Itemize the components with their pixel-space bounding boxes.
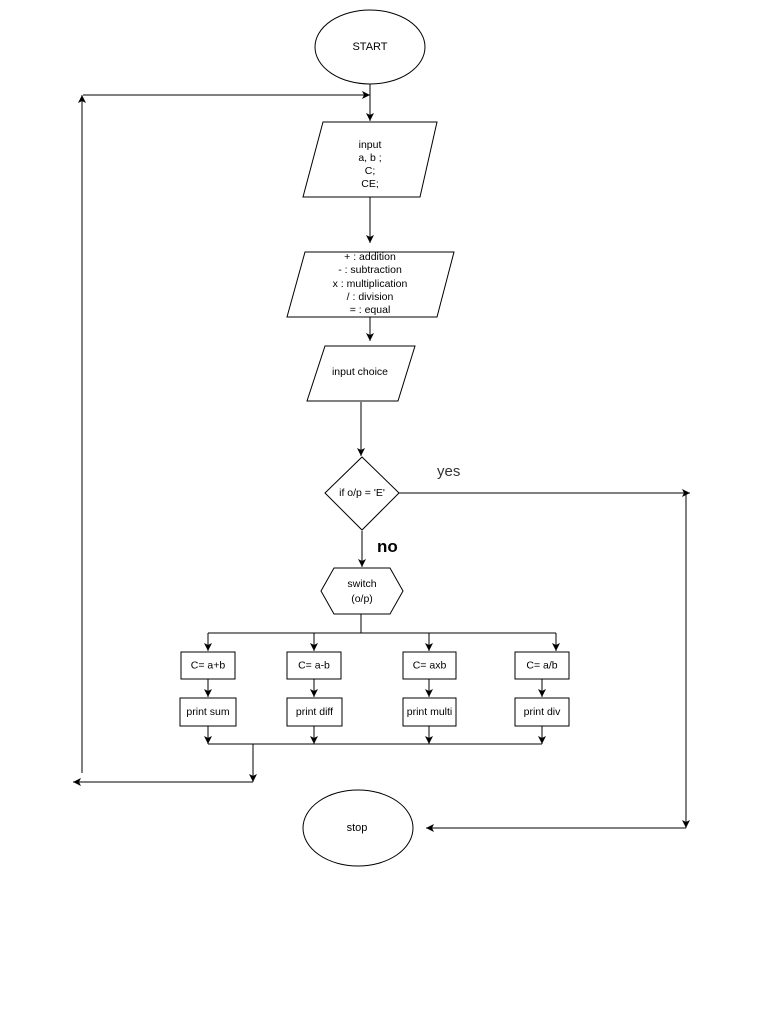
print-box [286,697,343,727]
stop-label: stop [347,822,368,834]
input-line: CE; [361,178,379,190]
stop-node: stop [302,789,414,867]
operation-line: + : addition [344,251,396,263]
case-branch-division: C= a/b print div [514,651,570,727]
connectors [73,84,690,832]
compute-label: C= a+b [191,660,226,672]
operation-line: = : equal [350,304,391,316]
input-line: input [359,139,382,151]
print-label: print multi [407,706,453,718]
switch-label-line: (o/p) [351,593,373,605]
print-box [402,697,457,727]
operation-line: / : division [347,291,394,303]
input-choice-io-shape [306,345,416,402]
operation-line: - : subtraction [338,264,402,276]
compute-label: C= a-b [298,660,330,672]
compute-label: C= a/b [526,660,557,672]
switch-node: switch (o/p) [320,567,404,615]
compute-box [514,651,570,680]
print-label: print sum [186,706,229,718]
switch-hexagon-shape [320,567,404,615]
no-edge-label: no [377,537,398,556]
operations-node: + : addition - : subtraction x : multipl… [286,251,455,318]
compute-box [402,651,457,680]
case-branch-multiplication: C= axb print multi [402,651,457,727]
decision-label: if o/p = 'E' [339,487,385,499]
print-box [179,697,237,727]
operation-line: x : multiplication [333,278,408,290]
switch-label-line: switch [347,578,376,590]
stop-terminal-shape [302,789,414,867]
operations-io-shape [286,251,455,318]
input-line: a, b ; [358,152,381,164]
print-label: print div [524,706,562,718]
compute-label: C= axb [413,660,447,672]
compute-box [180,651,236,680]
print-label: print diff [296,706,333,718]
compute-box [286,651,342,680]
start-node: START [314,9,426,85]
case-branch-addition: C= a+b print sum [179,651,237,727]
decision-diamond-shape [324,456,400,531]
input-choice-label: input choice [332,366,388,378]
input-node: input a, b ; C; CE; [302,121,438,198]
case-branch-subtraction: C= a-b print diff [286,651,343,727]
start-terminal-shape [314,9,426,85]
print-box [514,697,570,727]
start-label: START [352,41,387,53]
input-line: C; [365,165,376,177]
input-io-shape [302,121,438,198]
yes-edge-label: yes [437,463,460,480]
input-choice-node: input choice [306,345,416,402]
decision-node: if o/p = 'E' [324,456,400,531]
